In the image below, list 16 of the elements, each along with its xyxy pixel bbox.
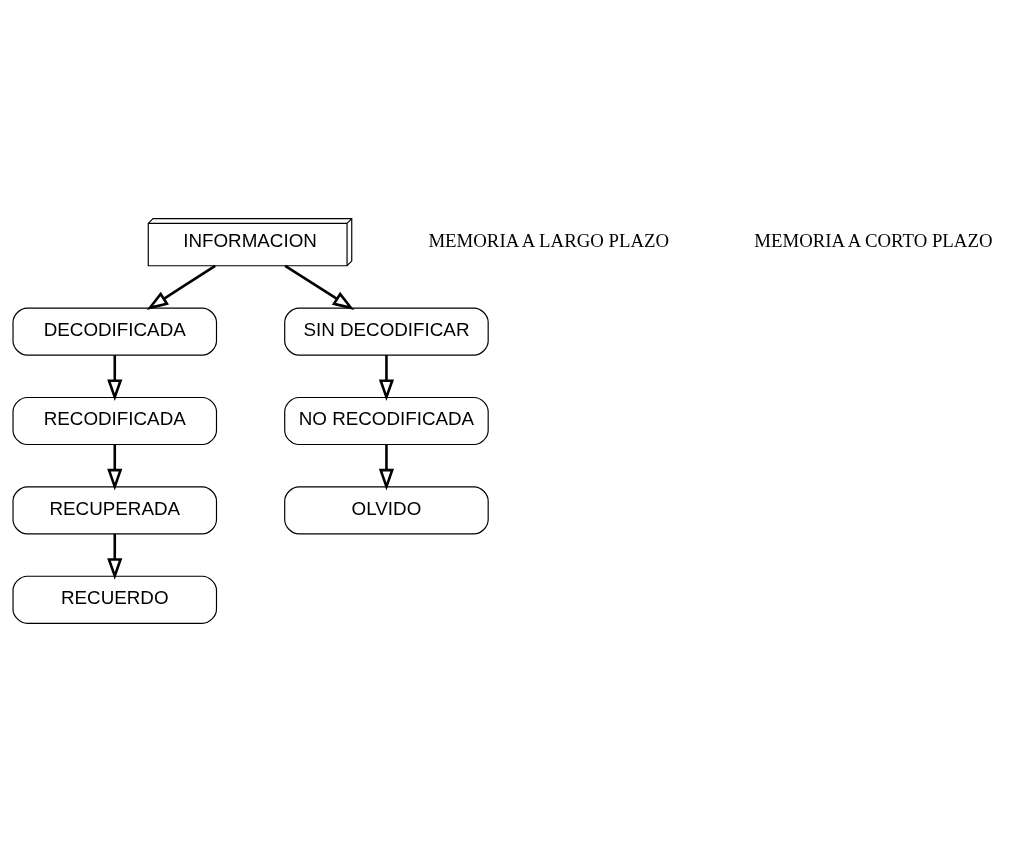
node-box: SIN DECODIFICAR [284,307,489,356]
label: MEMORIA A CORTO PLAZO [754,229,993,251]
node-box: RECUPERADA [12,485,218,534]
node-box: RECUERDO [12,575,218,624]
arrow [107,354,123,401]
arrow [378,354,395,401]
label: MEMORIA A LARGO PLAZO [428,229,670,251]
arrow [107,533,123,580]
arrow [284,264,355,310]
node-box: OLVIDO [284,485,489,534]
node-box: RECODIFICADA [12,396,218,445]
node-box: NO RECODIFICADA [284,396,489,445]
arrow [146,264,216,310]
arrow [107,444,123,490]
arrow [378,444,395,490]
node-box: DECODIFICADA [12,307,218,356]
